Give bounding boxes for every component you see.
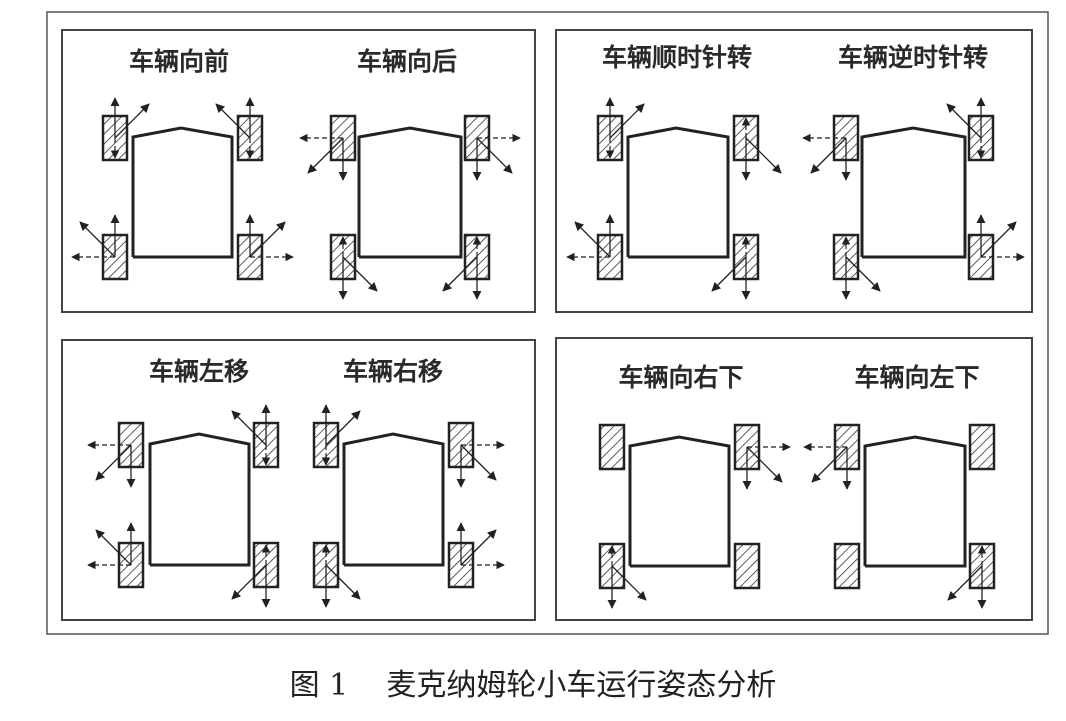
outer-frame [46,11,1049,635]
wheel-fl [299,114,357,181]
car-body [148,432,251,567]
caption-number: 图 1 [289,668,349,703]
wheel-rl [71,214,129,281]
wheel-rr [733,542,761,590]
wheel-fr [463,114,521,181]
label-backward: 车辆向后 [357,47,457,76]
wheel-fr [968,423,996,471]
car-body [342,432,445,567]
label-counterclockwise: 车辆逆时针转 [838,43,988,72]
wheel-fl [803,423,861,490]
figure-caption: 图 1 麦克纳姆轮小车运行姿态分析 [0,660,1066,704]
car-body [628,435,731,568]
wheel-rr [236,214,294,281]
label-move-left: 车辆左移 [149,357,249,386]
wheel-fr [231,404,280,469]
label-forward: 车辆向前 [129,47,229,76]
wheel-rr [967,214,1025,281]
car-counterclockwise [802,97,1025,300]
wheel-fl [312,404,361,469]
wheel-fl [101,97,150,162]
car-body [357,126,463,259]
wheel-fr [732,114,782,181]
label-move-right: 车辆右移 [343,357,443,386]
panel-rotation [555,29,1033,313]
wheel-fr [215,97,264,162]
wheel-fr [447,421,505,488]
car-body [626,126,730,259]
wheel-rl [832,233,881,300]
car-backward [299,114,521,300]
panel-lateral [61,339,536,621]
wheel-rl [329,233,378,300]
wheel-fr [946,97,995,162]
car-clockwise [566,97,782,300]
car-body [863,435,967,568]
wheel-rr [447,522,505,589]
wheel-rr [947,542,996,609]
wheel-rl [312,541,361,608]
wheel-rl [87,522,145,589]
wheel-rr [711,233,760,300]
car-body [131,126,234,259]
wheel-fl [598,423,626,471]
car-move-right [312,404,505,608]
car-move-left [87,404,280,608]
panel-diagonal [555,337,1033,621]
label-lower-left: 车辆向左下 [854,363,979,392]
wheel-rr [442,233,491,300]
wheel-fr [733,423,791,490]
caption-text: 麦克纳姆轮小车运行姿态分析 [386,668,777,703]
wheel-rl [833,542,861,590]
wheel-fl [802,114,860,181]
label-clockwise: 车辆顺时针转 [602,43,752,72]
wheel-rl [566,214,624,281]
wheel-fl [596,97,645,162]
car-lower-right [598,423,791,609]
car-lower-left [803,423,996,609]
car-forward [71,97,294,281]
label-lower-right: 车辆向右下 [618,363,743,392]
car-body [860,126,967,259]
wheel-fl [87,421,145,488]
panel-forward-backward [61,29,536,313]
wheel-rl [598,542,647,609]
wheel-rr [231,541,280,608]
